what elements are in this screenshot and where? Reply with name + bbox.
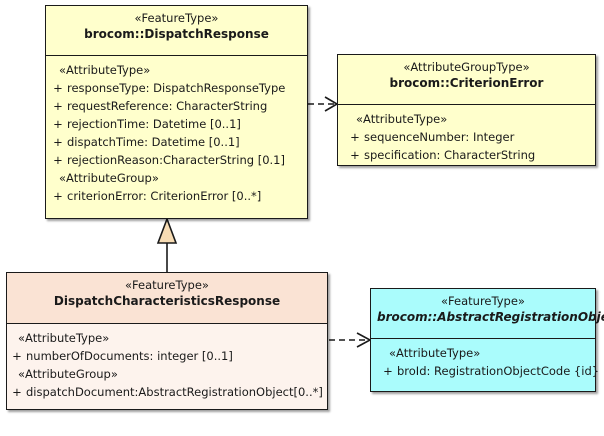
class-box-dispatch-response[interactable]: «FeatureType» brocom::DispatchResponse «… bbox=[45, 5, 308, 219]
class-stereotype: «FeatureType» bbox=[441, 294, 525, 308]
attribute-visibility: + bbox=[350, 130, 360, 144]
generalization-triangle-icon bbox=[156, 216, 178, 244]
attribute-text: criterionError: CriterionError [0..*] bbox=[67, 189, 262, 203]
attribute-text: requestReference: CharacterString bbox=[67, 99, 268, 113]
attribute-visibility: + bbox=[383, 364, 393, 378]
attribute-row[interactable]: + responseType: DispatchResponseType bbox=[49, 79, 304, 97]
class-body-criterion-error: «AttributeType» + sequenceNumber: Intege… bbox=[338, 105, 595, 165]
dependency-dcr-to-aro bbox=[329, 332, 372, 348]
attribute-visibility: + bbox=[53, 99, 63, 113]
attribute-text: dispatchTime: Datetime [0..1] bbox=[67, 135, 240, 149]
attribute-text: sequenceNumber: Integer bbox=[364, 130, 515, 144]
compartment-label: «AttributeType» bbox=[389, 346, 481, 360]
dependency-dr-to-ce bbox=[308, 96, 339, 112]
generalization-dcr-to-dr bbox=[156, 216, 178, 272]
class-box-dispatch-characteristics-response[interactable]: «FeatureType» DispatchCharacteristicsRes… bbox=[6, 272, 328, 410]
class-title: brocom::DispatchResponse bbox=[84, 27, 269, 41]
attribute-text: dispatchDocument:AbstractRegistrationObj… bbox=[26, 385, 323, 399]
attribute-visibility: + bbox=[53, 81, 63, 95]
attribute-row[interactable]: + rejectionReason:CharacterString [0.1] bbox=[49, 151, 304, 169]
attribute-row[interactable]: + broId: RegistrationObjectCode {id} bbox=[379, 362, 599, 380]
class-header-abstract-registration-object: «FeatureType» brocom::AbstractRegistrati… bbox=[371, 289, 604, 339]
attribute-row[interactable]: + specification: CharacterString bbox=[346, 146, 592, 164]
attribute-row[interactable]: + requestReference: CharacterString bbox=[49, 97, 304, 115]
attribute-visibility: + bbox=[12, 385, 22, 399]
attribute-visibility: + bbox=[53, 189, 63, 203]
class-stereotype: «FeatureType» bbox=[125, 278, 209, 292]
attribute-text: rejectionReason:CharacterString [0.1] bbox=[67, 153, 285, 167]
class-header-dispatch-response: «FeatureType» brocom::DispatchResponse bbox=[46, 6, 307, 56]
open-arrowhead-icon bbox=[356, 332, 372, 348]
attribute-visibility: + bbox=[53, 153, 63, 167]
compartment-label: «AttributeType» bbox=[356, 112, 448, 126]
class-title: brocom::CriterionError bbox=[389, 76, 544, 90]
attribute-visibility: + bbox=[12, 349, 22, 363]
attribute-visibility: + bbox=[350, 148, 360, 162]
compartment-label: «AttributeType» bbox=[59, 63, 151, 77]
attribute-text: broId: RegistrationObjectCode {id} bbox=[397, 364, 600, 378]
attribute-text: rejectionTime: Datetime [0..1] bbox=[67, 117, 241, 131]
class-box-criterion-error[interactable]: «AttributeGroupType» brocom::CriterionEr… bbox=[337, 54, 596, 166]
class-body-abstract-registration-object: «AttributeType» + broId: RegistrationObj… bbox=[371, 339, 599, 391]
class-body-dispatch-response: «AttributeType» + responseType: Dispatch… bbox=[46, 56, 307, 218]
attribute-row[interactable]: + dispatchDocument:AbstractRegistrationO… bbox=[8, 383, 324, 401]
class-title: DispatchCharacteristicsResponse bbox=[53, 294, 281, 308]
attribute-text: specification: CharacterString bbox=[364, 148, 536, 162]
attribute-row[interactable]: + numberOfDocuments: integer [0..1] bbox=[8, 347, 324, 365]
class-stereotype: «FeatureType» bbox=[134, 11, 219, 25]
attribute-visibility: + bbox=[53, 117, 63, 131]
compartment-label: «AttributeGroup» bbox=[59, 171, 159, 185]
compartment-label: «AttributeGroup» bbox=[18, 367, 118, 381]
attribute-row[interactable]: + dispatchTime: Datetime [0..1] bbox=[49, 133, 304, 151]
attribute-row[interactable]: + sequenceNumber: Integer bbox=[346, 128, 592, 146]
class-box-abstract-registration-object[interactable]: «FeatureType» brocom::AbstractRegistrati… bbox=[370, 288, 604, 392]
attribute-row[interactable]: + criterionError: CriterionError [0..*] bbox=[49, 187, 304, 205]
class-header-dispatch-characteristics-response: «FeatureType» DispatchCharacteristicsRes… bbox=[7, 273, 327, 324]
class-body-dispatch-characteristics-response: «AttributeType» + numberOfDocuments: int… bbox=[7, 324, 327, 409]
attribute-row[interactable]: + rejectionTime: Datetime [0..1] bbox=[49, 115, 304, 133]
attribute-text: numberOfDocuments: integer [0..1] bbox=[26, 349, 233, 363]
attribute-visibility: + bbox=[53, 135, 63, 149]
attribute-text: responseType: DispatchResponseType bbox=[67, 81, 286, 95]
class-title: brocom::AbstractRegistrationObject bbox=[377, 310, 604, 324]
compartment-label: «AttributeType» bbox=[18, 331, 110, 345]
class-stereotype: «AttributeGroupType» bbox=[403, 60, 530, 74]
class-header-criterion-error: «AttributeGroupType» brocom::CriterionEr… bbox=[338, 55, 595, 105]
open-arrowhead-icon bbox=[324, 96, 339, 112]
